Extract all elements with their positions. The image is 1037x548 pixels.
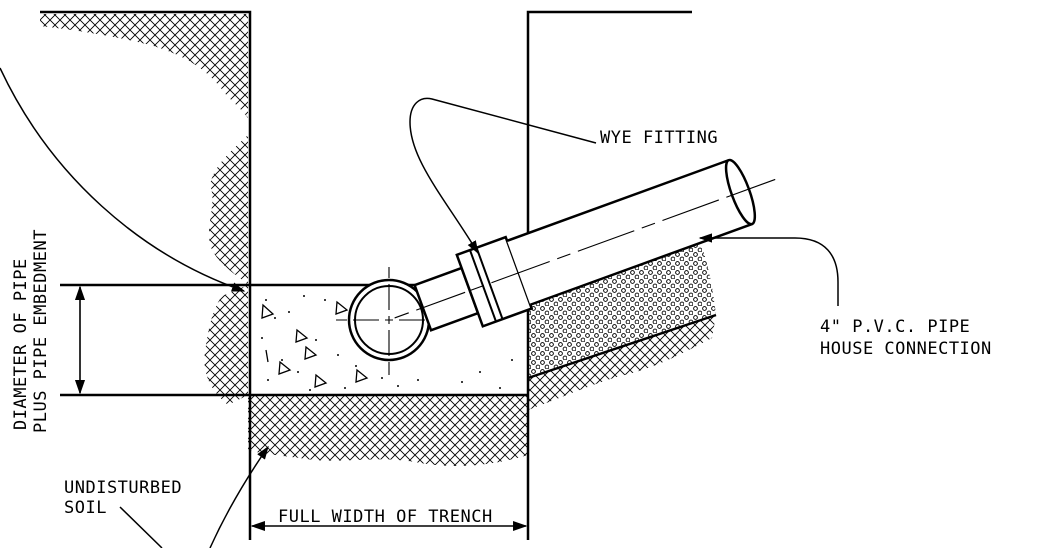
drawing-labels: WYE FITTING 4" P.V.C. PIPE HOUSE CONNECT… xyxy=(11,128,992,527)
label-diameter-of-pipe: DIAMETER OF PIPE xyxy=(11,258,31,430)
label-pvc-pipe: 4" P.V.C. PIPE xyxy=(820,317,970,337)
label-plus-pipe-embedment: PLUS PIPE EMBEDMENT xyxy=(31,229,51,433)
gravel-embedment xyxy=(528,230,716,378)
label-wye-fitting: WYE FITTING xyxy=(600,128,718,148)
leader-lines xyxy=(0,67,839,548)
label-full-width-of-trench: FULL WIDTH OF TRENCH xyxy=(278,507,493,527)
label-soil: SOIL xyxy=(64,498,107,518)
undisturbed-soil-hatch xyxy=(40,14,716,466)
label-undisturbed: UNDISTURBED xyxy=(64,478,182,498)
label-house-connection: HOUSE CONNECTION xyxy=(820,339,992,359)
